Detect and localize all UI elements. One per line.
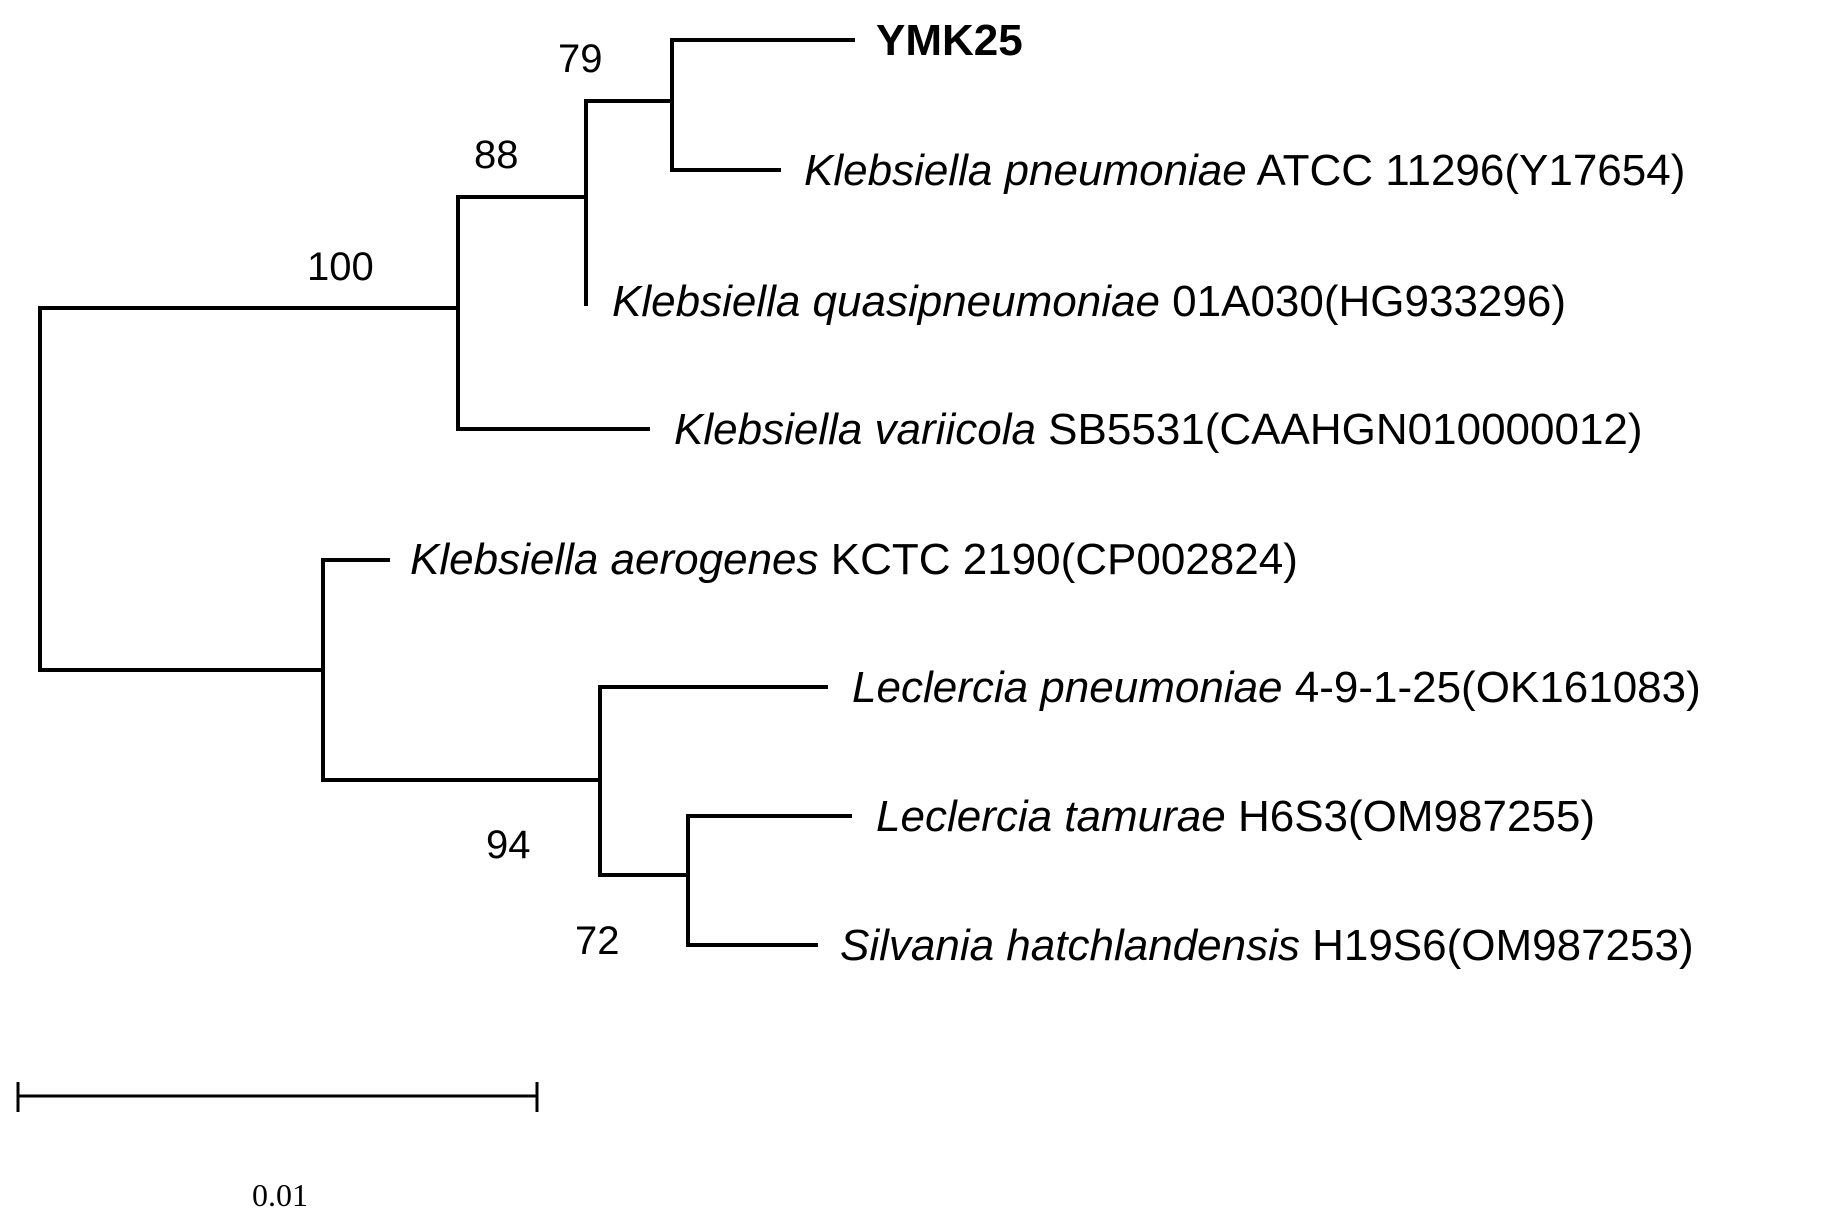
node-94 <box>598 685 828 877</box>
taxon-label-leclercia-pneumoniae: Leclercia pneumoniae 4-9-1-25(OK161083) <box>852 663 1701 712</box>
bootstrap-100: 100 <box>307 245 374 289</box>
bootstrap-79: 79 <box>558 37 603 81</box>
bootstrap-72: 72 <box>575 919 620 963</box>
aerogenes-leclercia-node <box>321 558 602 782</box>
node-88 <box>584 99 674 306</box>
bootstrap-88: 88 <box>474 133 519 177</box>
taxon-label-silvania-hatchlandensis: Silvania hatchlandensis H19S6(OM987253) <box>840 921 1694 970</box>
taxon-label-klebsiella-aerogenes: Klebsiella aerogenes KCTC 2190(CP002824) <box>410 535 1298 584</box>
node-79 <box>670 38 855 172</box>
taxon-label-klebsiella-pneumoniae: Klebsiella pneumoniae ATCC 11296(Y17654) <box>804 146 1685 195</box>
bootstrap-94: 94 <box>486 823 531 867</box>
taxon-label-leclercia-tamurae: Leclercia tamurae H6S3(OM987255) <box>876 792 1595 841</box>
scale-bar-label: 0.01 <box>252 1177 308 1213</box>
taxon-label-klebsiella-variicola: Klebsiella variicola SB5531(CAAHGN010000… <box>674 405 1643 454</box>
node-72 <box>686 814 852 947</box>
klebsiella-clade-node <box>456 195 650 431</box>
scale-bar <box>16 1082 539 1112</box>
root-node <box>38 306 460 672</box>
taxon-label-klebsiella-quasipneumoniae: Klebsiella quasipneumoniae 01A030(HG9332… <box>612 277 1566 326</box>
taxon-label-ymk25: YMK25 <box>876 16 1023 65</box>
